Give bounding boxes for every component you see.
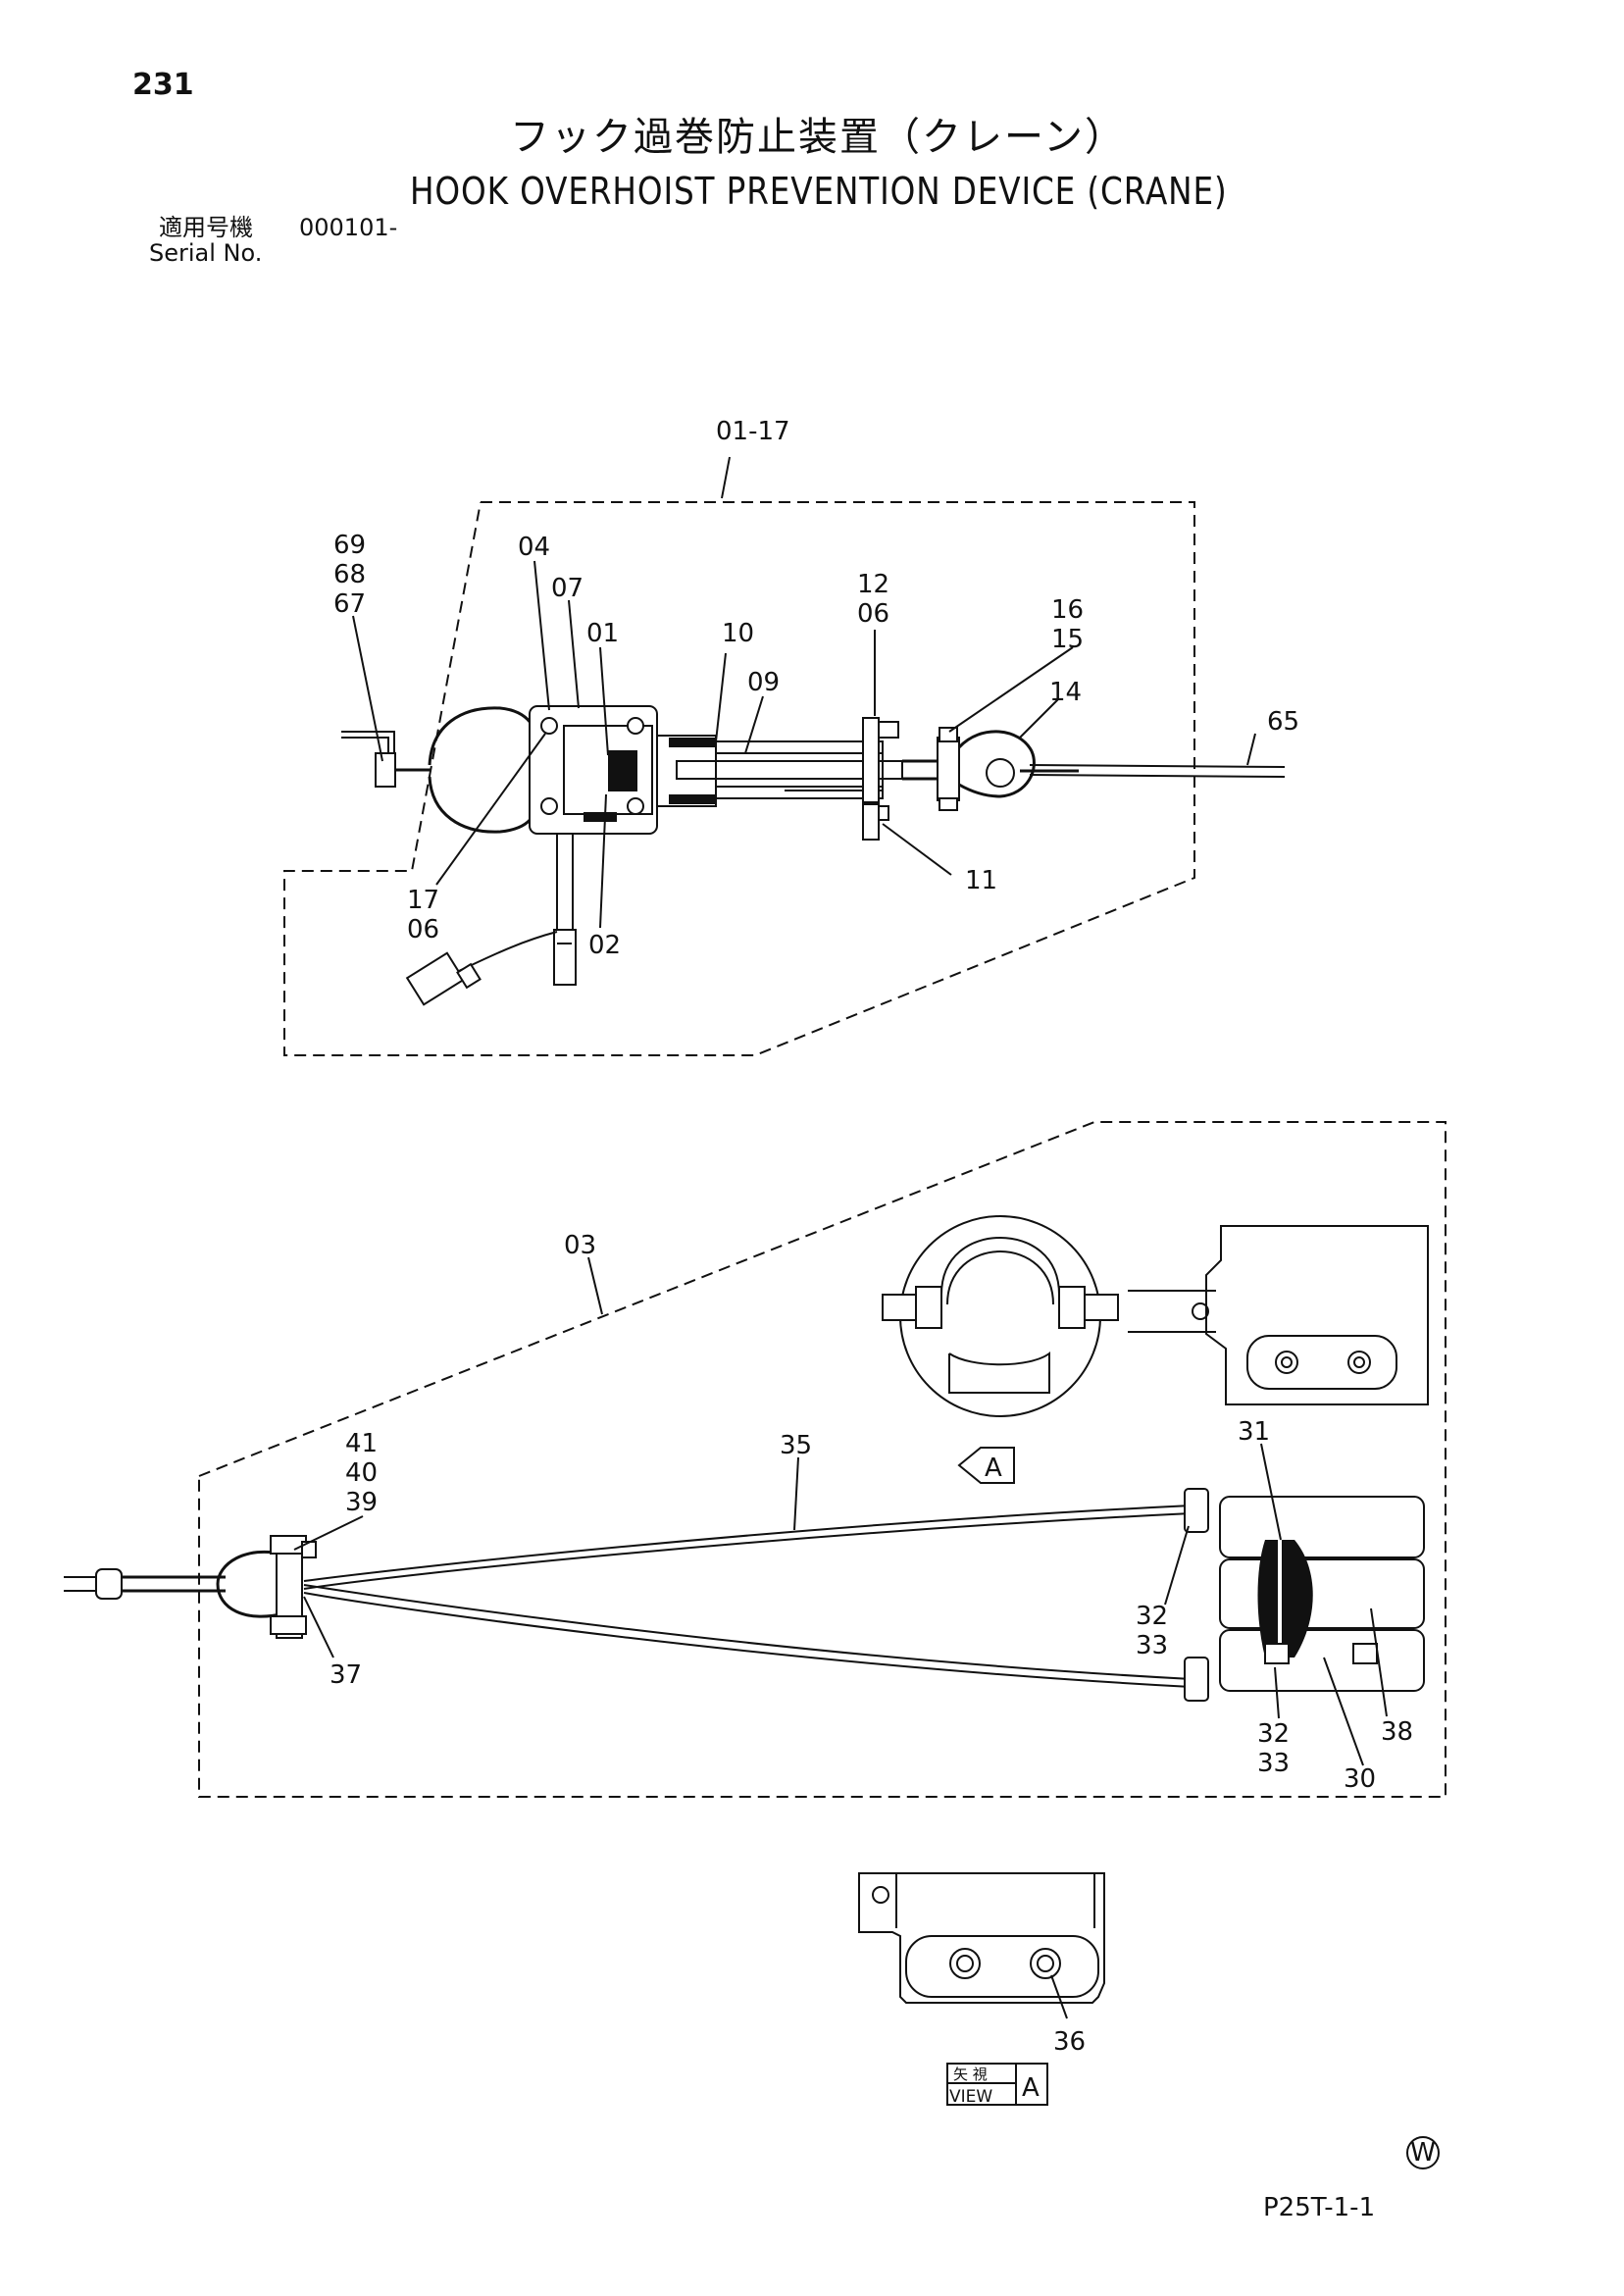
cable-plug — [553, 929, 577, 986]
view-letter: A — [1022, 2073, 1040, 2103]
housing-bolt — [540, 797, 558, 815]
title-japanese: フック過巻防止装置（クレーン） — [510, 115, 1126, 160]
callout: 32 — [1257, 1719, 1290, 1749]
piston-rod — [676, 760, 903, 780]
wire-rope — [1029, 764, 1286, 768]
housing-bolt — [627, 797, 644, 815]
callout: 65 — [1267, 707, 1299, 737]
view-arrow-label: A — [985, 1454, 1002, 1483]
bottom-assembly: A — [64, 1121, 1446, 1798]
callout: 06 — [407, 915, 439, 944]
callout: 33 — [1257, 1749, 1290, 1778]
top-assembly: 01-17 69 68 67 04 07 01 10 09 12 06 16 1… — [283, 417, 1299, 1056]
callout: 09 — [747, 668, 780, 697]
bracket-nut — [375, 752, 396, 788]
callout: 14 — [1049, 678, 1082, 707]
limit-switch — [608, 750, 637, 791]
callout: 37 — [330, 1660, 362, 1690]
bottom-group-boundary — [198, 1121, 1446, 1798]
shackle — [216, 1550, 285, 1618]
wire-rope-lower — [303, 1584, 1193, 1680]
view-a-plate — [858, 1872, 1105, 2004]
callout: 06 — [857, 599, 889, 629]
callout: 69 — [333, 531, 366, 560]
wire-rope-upper — [303, 1505, 1193, 1582]
page-number: 231 — [132, 68, 194, 102]
serial-value: 000101- — [299, 214, 398, 241]
callout: 40 — [345, 1458, 378, 1488]
callout: 41 — [345, 1429, 378, 1458]
callout: 17 — [407, 886, 439, 915]
callout: 35 — [780, 1431, 812, 1460]
clamp-bolt — [1184, 1657, 1209, 1702]
callout: 15 — [1051, 625, 1084, 654]
wire-eye — [957, 730, 1036, 798]
cylinder-tube — [715, 740, 884, 799]
wire-ferrule — [95, 1568, 123, 1600]
weight-center-bushing — [1257, 1540, 1313, 1658]
bottom-leader-lines — [293, 1256, 1388, 1766]
callout-03: 03 — [564, 1231, 596, 1260]
callout: 36 — [1053, 2027, 1086, 2057]
callout: 10 — [722, 619, 754, 648]
callout: 39 — [345, 1488, 378, 1517]
callout: 07 — [551, 574, 584, 603]
footer-code: P25T-1-1 — [1263, 2193, 1376, 2222]
callout: 04 — [518, 533, 550, 562]
callout-01-17: 01-17 — [716, 417, 790, 446]
clevis — [937, 737, 960, 801]
callout: 01 — [586, 619, 619, 648]
callout: 33 — [1136, 1631, 1168, 1660]
callout: 32 — [1136, 1602, 1168, 1631]
callout: 38 — [1381, 1717, 1413, 1747]
switch-terminal — [584, 812, 617, 822]
callout: 12 — [857, 570, 889, 599]
top-leader-lines — [352, 456, 1256, 929]
footer-mark: W — [1406, 2136, 1440, 2169]
callout: 30 — [1344, 1764, 1376, 1794]
view-arrow — [957, 1447, 1015, 1484]
housing-bolt — [627, 717, 644, 735]
rod-bracket — [862, 717, 880, 803]
cable — [556, 833, 574, 933]
connector — [405, 951, 466, 1006]
top-group-boundary — [283, 501, 1195, 1056]
callout: 68 — [333, 560, 366, 589]
callout: 11 — [965, 866, 997, 895]
clamp-bolt — [1184, 1488, 1209, 1533]
plate-detail — [1205, 1225, 1429, 1405]
view-a-detail: 36 矢 視 VIEW A — [858, 1872, 1105, 2107]
view-label-en: VIEW — [949, 2087, 992, 2107]
callout: 02 — [588, 931, 621, 960]
weight-block — [1219, 1558, 1425, 1629]
serial-label-japanese: 適用号機 — [159, 214, 253, 241]
serial-label-english: Serial No. — [149, 239, 263, 267]
callout: 67 — [333, 589, 366, 619]
housing-bolt — [540, 717, 558, 735]
callout: 31 — [1238, 1417, 1270, 1447]
weight-block — [1219, 1496, 1425, 1558]
weight-block — [1219, 1629, 1425, 1692]
title-english: HOOK OVERHOIST PREVENTION DEVICE (CRANE) — [410, 170, 1228, 213]
callout: 16 — [1051, 595, 1084, 625]
view-label-jp: 矢 視 — [953, 2066, 988, 2083]
